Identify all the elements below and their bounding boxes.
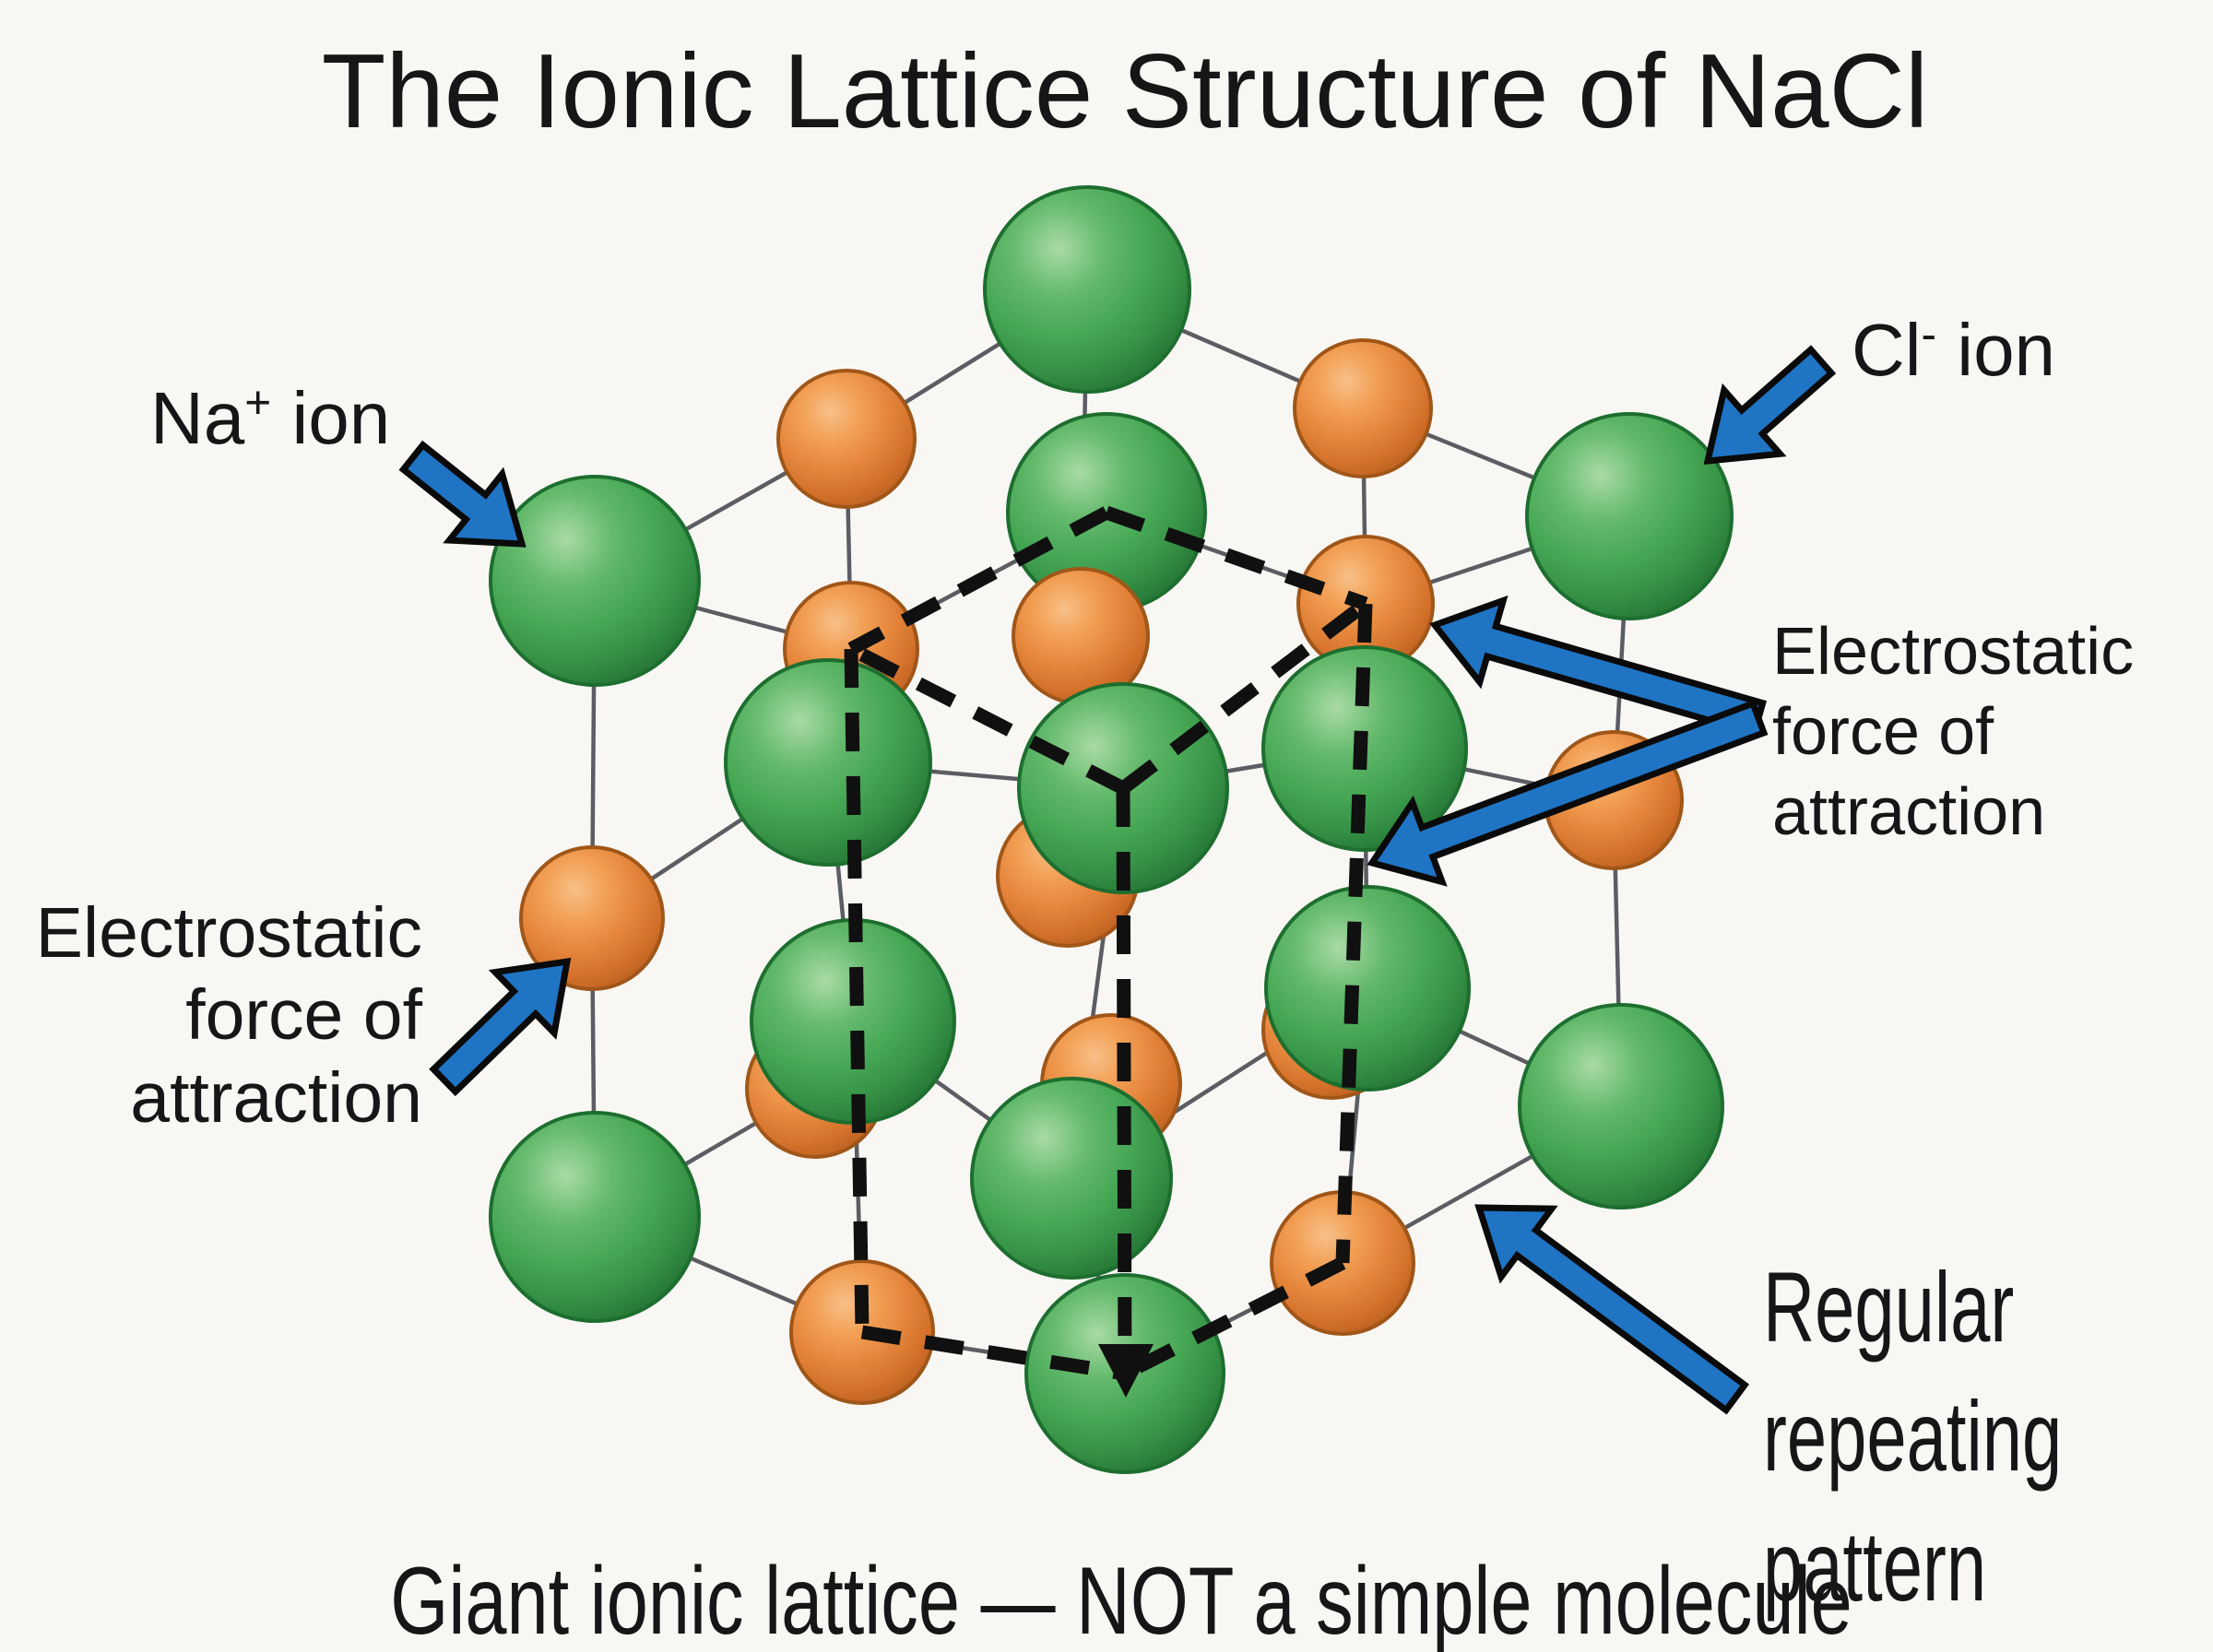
electrostatic-force-label-right: Electrostatic force of attraction bbox=[1772, 612, 2134, 853]
na-ion-label: Na+ ion bbox=[150, 376, 390, 461]
unit-cell-edge bbox=[1116, 787, 1132, 1375]
cl-ion-sphere bbox=[983, 185, 1191, 394]
na-ion-sphere bbox=[1293, 338, 1433, 478]
cl-ion-sphere bbox=[1518, 1003, 1724, 1210]
diagram-title: The Ionic Lattice Structure of NaCl bbox=[321, 33, 1929, 150]
na-ion-label-text: Na bbox=[150, 377, 245, 459]
na-ion-sphere bbox=[519, 845, 665, 991]
unit-cell-edge bbox=[1121, 1257, 1346, 1380]
annotation-arrows bbox=[398, 345, 1837, 1415]
label-line: attraction bbox=[130, 1057, 422, 1138]
label-line: attraction bbox=[1772, 775, 2046, 850]
cl-ion-sphere bbox=[489, 475, 701, 687]
label-line: pattern bbox=[1763, 1509, 1987, 1622]
cl-ion-sphere bbox=[1264, 885, 1471, 1092]
cl-ion-sphere bbox=[970, 1077, 1173, 1280]
electrostatic-force-label-left: Electrostatic force of attraction bbox=[35, 892, 422, 1139]
unit-cell-edge bbox=[1104, 505, 1368, 611]
unit-cell-arrowhead-icon bbox=[1098, 1344, 1154, 1398]
label-line: force of bbox=[185, 975, 422, 1056]
cl-charge-superscript: - bbox=[1921, 308, 1937, 360]
na-ion-label-rest: ion bbox=[271, 377, 391, 459]
cl-ion-label-text: Cl bbox=[1852, 309, 1922, 391]
cl-ion-sphere bbox=[724, 658, 932, 867]
cl-ion-sphere bbox=[1525, 412, 1734, 620]
regular-repeating-pattern-label: Regular repeating pattern bbox=[1763, 1243, 2062, 1631]
pattern-arrow-icon bbox=[1474, 1204, 1750, 1415]
cl-ion-sphere bbox=[489, 1111, 701, 1323]
cl-ion-label: Cl- ion bbox=[1852, 308, 2055, 393]
label-line: force of bbox=[1772, 695, 1994, 770]
unit-cell-edge bbox=[844, 648, 870, 1333]
unit-cell-edge bbox=[847, 643, 1127, 795]
na-ion-arrow-icon bbox=[398, 440, 527, 548]
label-line: repeating bbox=[1763, 1380, 2063, 1493]
unit-cell-edge bbox=[860, 1325, 1127, 1381]
cl-ion-sphere bbox=[750, 918, 956, 1125]
left-force-arrow-icon bbox=[429, 957, 572, 1097]
force-lower-arrow-icon bbox=[1367, 699, 1769, 887]
na-ion-sphere bbox=[776, 369, 917, 509]
force-upper-arrow-icon bbox=[1429, 595, 1768, 738]
na-charge-superscript: + bbox=[244, 376, 272, 429]
unit-cell-edge bbox=[847, 506, 1110, 655]
label-line: Electrostatic bbox=[1772, 615, 2135, 689]
cl-ion-arrow-icon bbox=[1703, 345, 1837, 465]
unit-cell-edge bbox=[1335, 603, 1373, 1264]
cl-ion-label-rest: ion bbox=[1936, 309, 2056, 391]
unit-cell-edge bbox=[1118, 598, 1370, 794]
label-line: Electrostatic bbox=[35, 893, 422, 973]
unit-cell-dashed-cube bbox=[844, 505, 1373, 1398]
caption: Giant ionic lattice — NOT a simple molec… bbox=[390, 1548, 1852, 1652]
label-line: Regular bbox=[1763, 1251, 2015, 1363]
